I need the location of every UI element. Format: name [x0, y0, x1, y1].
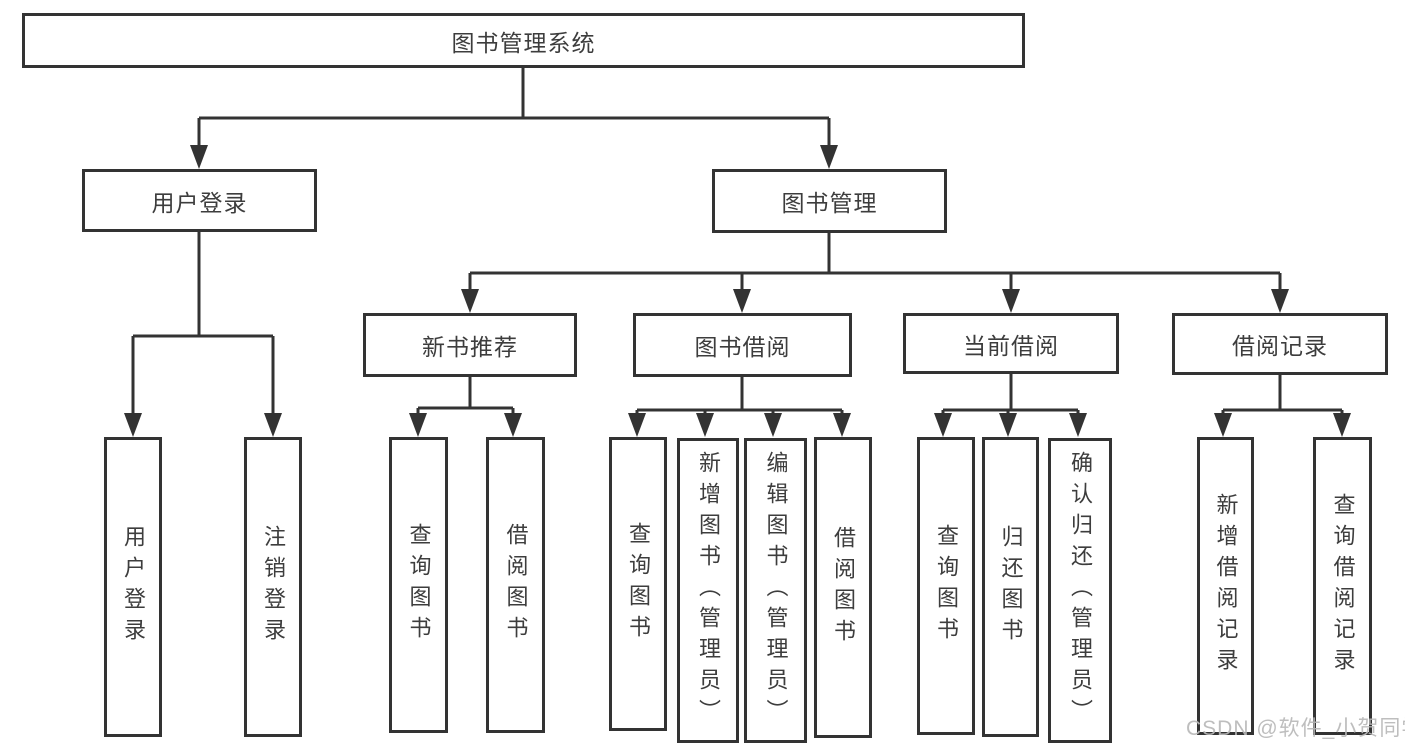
leaf-user-login: 用户登录	[104, 437, 162, 737]
leaf-confirm-return-admin: 确认归还（管理员）	[1048, 438, 1112, 743]
node-root: 图书管理系统	[22, 13, 1025, 68]
leaf-logout: 注销登录	[244, 437, 302, 737]
node-new-book-recommend: 新书推荐	[363, 313, 577, 377]
node-borrow-records: 借阅记录	[1172, 313, 1388, 375]
leaf-user-login-label: 用户登录	[121, 525, 146, 649]
node-book-borrow: 图书借阅	[633, 313, 852, 377]
arrowheads	[124, 145, 1351, 437]
csdn-watermark: CSDN @软件_小贺同学	[1186, 717, 1405, 740]
node-user-login: 用户登录	[82, 169, 317, 232]
leaf-logout-label: 注销登录	[261, 525, 286, 649]
leaf-borrow-books-2: 借阅图书	[814, 437, 872, 738]
leaf-add-borrow-record-label: 新增借阅记录	[1213, 493, 1239, 679]
connector-book-mgmt	[468, 233, 1282, 291]
leaf-confirm-return-admin-label: 确认归还（管理员）	[1068, 451, 1093, 730]
leaf-query-books-2: 查询图书	[609, 437, 667, 731]
leaf-add-book-admin: 新增图书（管理员）	[677, 438, 739, 743]
leaf-edit-book-admin: 编辑图书（管理员）	[744, 438, 807, 743]
leaf-query-books-1-label: 查询图书	[406, 523, 432, 647]
connector-records	[1221, 375, 1344, 416]
leaf-query-books-3-label: 查询图书	[934, 524, 959, 648]
node-book-management: 图书管理	[712, 169, 947, 233]
leaf-return-book: 归还图书	[982, 437, 1039, 737]
leaf-query-books-1: 查询图书	[389, 437, 448, 733]
leaf-query-borrow-record-label: 查询借阅记录	[1330, 493, 1356, 679]
leaf-query-borrow-record: 查询借阅记录	[1313, 437, 1372, 735]
connector-current	[941, 374, 1080, 416]
leaf-borrow-books-1-label: 借阅图书	[503, 523, 529, 647]
leaf-return-book-label: 归还图书	[998, 525, 1024, 649]
connector-root	[197, 68, 831, 147]
connector-borrow	[635, 377, 844, 416]
leaf-add-book-admin-label: 新增图书（管理员）	[696, 451, 721, 730]
leaf-borrow-books-2-label: 借阅图书	[831, 525, 856, 650]
connector-user-login	[131, 232, 275, 415]
connector-new-book	[416, 377, 515, 416]
leaf-borrow-books-1: 借阅图书	[486, 437, 545, 733]
leaf-query-books-2-label: 查询图书	[626, 522, 651, 646]
leaf-add-borrow-record: 新增借阅记录	[1197, 437, 1254, 735]
leaf-query-books-3: 查询图书	[917, 437, 975, 735]
node-current-borrow: 当前借阅	[903, 313, 1119, 374]
leaf-edit-book-admin-label: 编辑图书（管理员）	[763, 451, 789, 730]
